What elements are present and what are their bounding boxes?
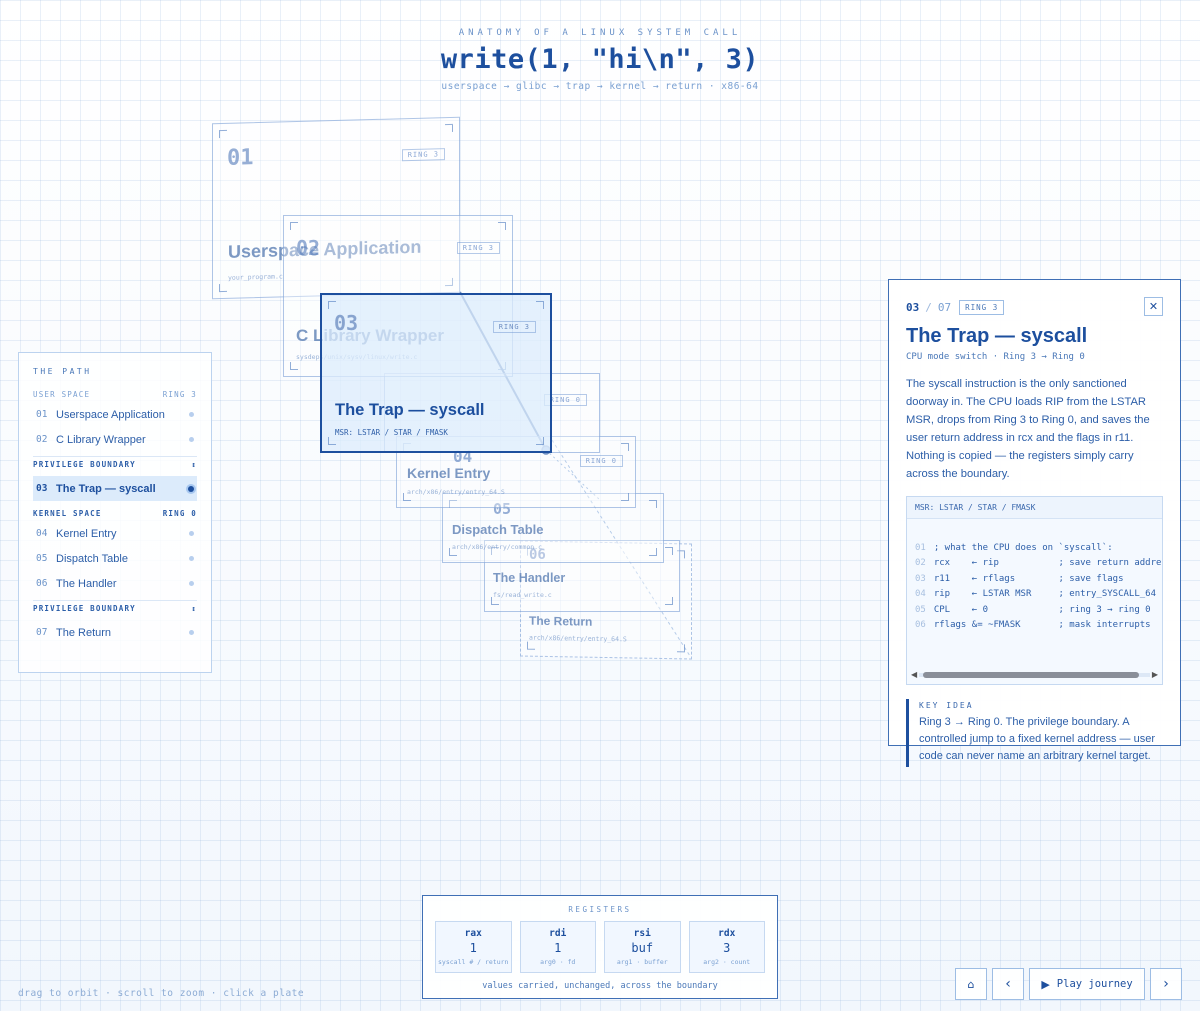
plate-number: 05 [493,500,512,518]
user-space-ring: RING 3 [162,389,197,399]
path-item-03[interactable]: 03 The Trap — syscall [33,476,197,501]
status-dot-icon [189,437,194,442]
plate-number: 01 [227,145,254,171]
detail-step-number: 03 [906,301,920,314]
plate-path: arch/x86/entry/entry_64.S [407,488,505,496]
plate-number: 03 [334,311,359,335]
status-dot-icon [189,630,194,635]
plate-number: 06 [529,547,546,563]
plate-title: Kernel Entry [407,465,491,481]
home-button[interactable]: ⌂ [955,968,987,1000]
code-block[interactable]: MSR: LSTAR / STAR / FMASK 01; what the C… [906,496,1163,685]
status-dot-icon [189,556,194,561]
page-subtitle: userspace → glibc → trap → kernel → retu… [441,81,759,92]
play-journey-button[interactable]: ▶ Play journey [1029,968,1145,1000]
register-rdx: rdx 3 arg2 · count [688,921,765,973]
page-eyebrow: ANATOMY OF A LINUX SYSTEM CALL [458,28,742,38]
path-panel: THE PATH USER SPACE RING 3 01 Userspace … [18,352,212,673]
plate-path: your_program.c [228,272,283,282]
plate-ring-badge: RING 3 [401,148,445,162]
plate-ring-badge: RING 3 [456,242,500,254]
plate-ring-badge: RING 3 [492,321,536,333]
plate-03-active[interactable]: 03 RING 3 The Trap — syscall MSR: LSTAR … [320,293,552,453]
code-block-header: MSR: LSTAR / STAR / FMASK [907,497,1162,519]
registers-panel: REGISTERS rax 1 syscall # / return rdi 1… [422,895,778,999]
path-item-04[interactable]: 04 Kernel Entry [33,521,197,546]
key-idea-label: KEY IDEA [919,700,974,710]
kernel-space-label: KERNEL SPACE [33,508,102,518]
plate-path: arch/x86/entry/common.c [452,543,543,551]
detail-title: The Trap — syscall [906,325,1088,347]
plate-06[interactable]: 06 The Handler fs/read_write.c [484,540,680,612]
path-item-06[interactable]: 06 The Handler [33,571,197,596]
register-rsi: rsi buf arg1 · buffer [604,921,681,973]
up-down-arrow-icon: ↕ [191,604,197,613]
plate-path: MSR: LSTAR / STAR / FMASK [335,428,448,437]
detail-step-indicator: 03 / 07 RING 3 [906,300,1163,315]
detail-step-total: 07 [937,301,952,314]
prev-button[interactable]: ‹ [992,968,1024,1000]
path-panel-title: THE PATH [33,367,92,376]
user-space-label: USER SPACE [33,389,91,399]
privilege-boundary-2: PRIVILEGE BOUNDARY ↕ [33,600,197,616]
plate-05[interactable]: 05 Dispatch Table arch/x86/entry/common.… [442,493,664,563]
key-idea-callout: KEY IDEA Ring 3 → Ring 0. The privilege … [906,698,1163,767]
code-line: 01; what the CPU does on `syscall`: [915,542,1113,553]
up-down-arrow-icon: ↕ [191,460,197,469]
detail-subtitle: CPU mode switch · Ring 3 → Ring 0 [906,352,1085,362]
play-icon: ▶ [1041,977,1050,991]
plate-path: fs/read_write.c [493,591,552,599]
detail-step-separator: / [925,301,932,314]
plate-title: The Trap — syscall [335,401,485,419]
register-rax: rax 1 syscall # / return [435,921,512,973]
plate-ring-badge: RING 0 [579,455,623,467]
kernel-space-section: KERNEL SPACE RING 0 [33,505,197,521]
status-dot-icon [189,581,194,586]
plate-number: 02 [296,236,321,260]
path-item-07[interactable]: 07 The Return [33,620,197,645]
page-title: write(1, "hi\n", 3) [440,44,760,75]
register-rdi: rdi 1 arg0 · fd [519,921,596,973]
chevron-left-icon: ‹ [1005,976,1011,992]
scroll-left-icon[interactable]: ◀ [911,669,918,679]
detail-ring-badge: RING 3 [959,300,1005,315]
scrollbar-thumb[interactable] [923,671,1139,678]
interaction-hint: drag to orbit · scroll to zoom · click a… [18,988,305,999]
code-horizontal-scrollbar[interactable]: ◀ ▶ [911,669,1158,680]
play-journey-label: Play journey [1056,978,1133,990]
user-space-section: USER SPACE RING 3 [33,386,197,402]
privilege-boundary-1: PRIVILEGE BOUNDARY ↕ [33,456,197,472]
path-item-05[interactable]: 05 Dispatch Table [33,546,197,571]
page-header: ANATOMY OF A LINUX SYSTEM CALL write(1, … [0,28,1200,92]
detail-description: The syscall instruction is the only sanc… [906,378,1150,480]
registers-footer: values carried, unchanged, across the bo… [482,981,718,991]
next-button[interactable]: › [1150,968,1182,1000]
kernel-space-ring: RING 0 [162,508,197,518]
scroll-right-icon[interactable]: ▶ [1151,669,1158,679]
close-icon[interactable]: ✕ [1144,297,1163,316]
chevron-right-icon: › [1163,976,1169,992]
plate-title: The Return [529,613,593,629]
home-icon: ⌂ [967,977,975,991]
status-dot-icon [189,531,194,536]
plate-title: The Handler [493,571,566,585]
detail-panel: 03 / 07 RING 3 ✕ The Trap — syscall CPU … [888,279,1181,767]
path-item-01[interactable]: 01 Userspace Application [33,402,197,427]
registers-title: REGISTERS [568,905,632,914]
status-dot-active-icon [188,485,194,492]
path-item-02[interactable]: 02 C Library Wrapper [33,427,197,452]
plate-path: arch/x86/entry/entry_64.S [529,633,627,644]
key-idea-text: Ring 3 → Ring 0. The privilege boundary.… [919,715,1156,762]
plate-title: Dispatch Table [452,522,544,537]
status-dot-icon [189,412,194,417]
